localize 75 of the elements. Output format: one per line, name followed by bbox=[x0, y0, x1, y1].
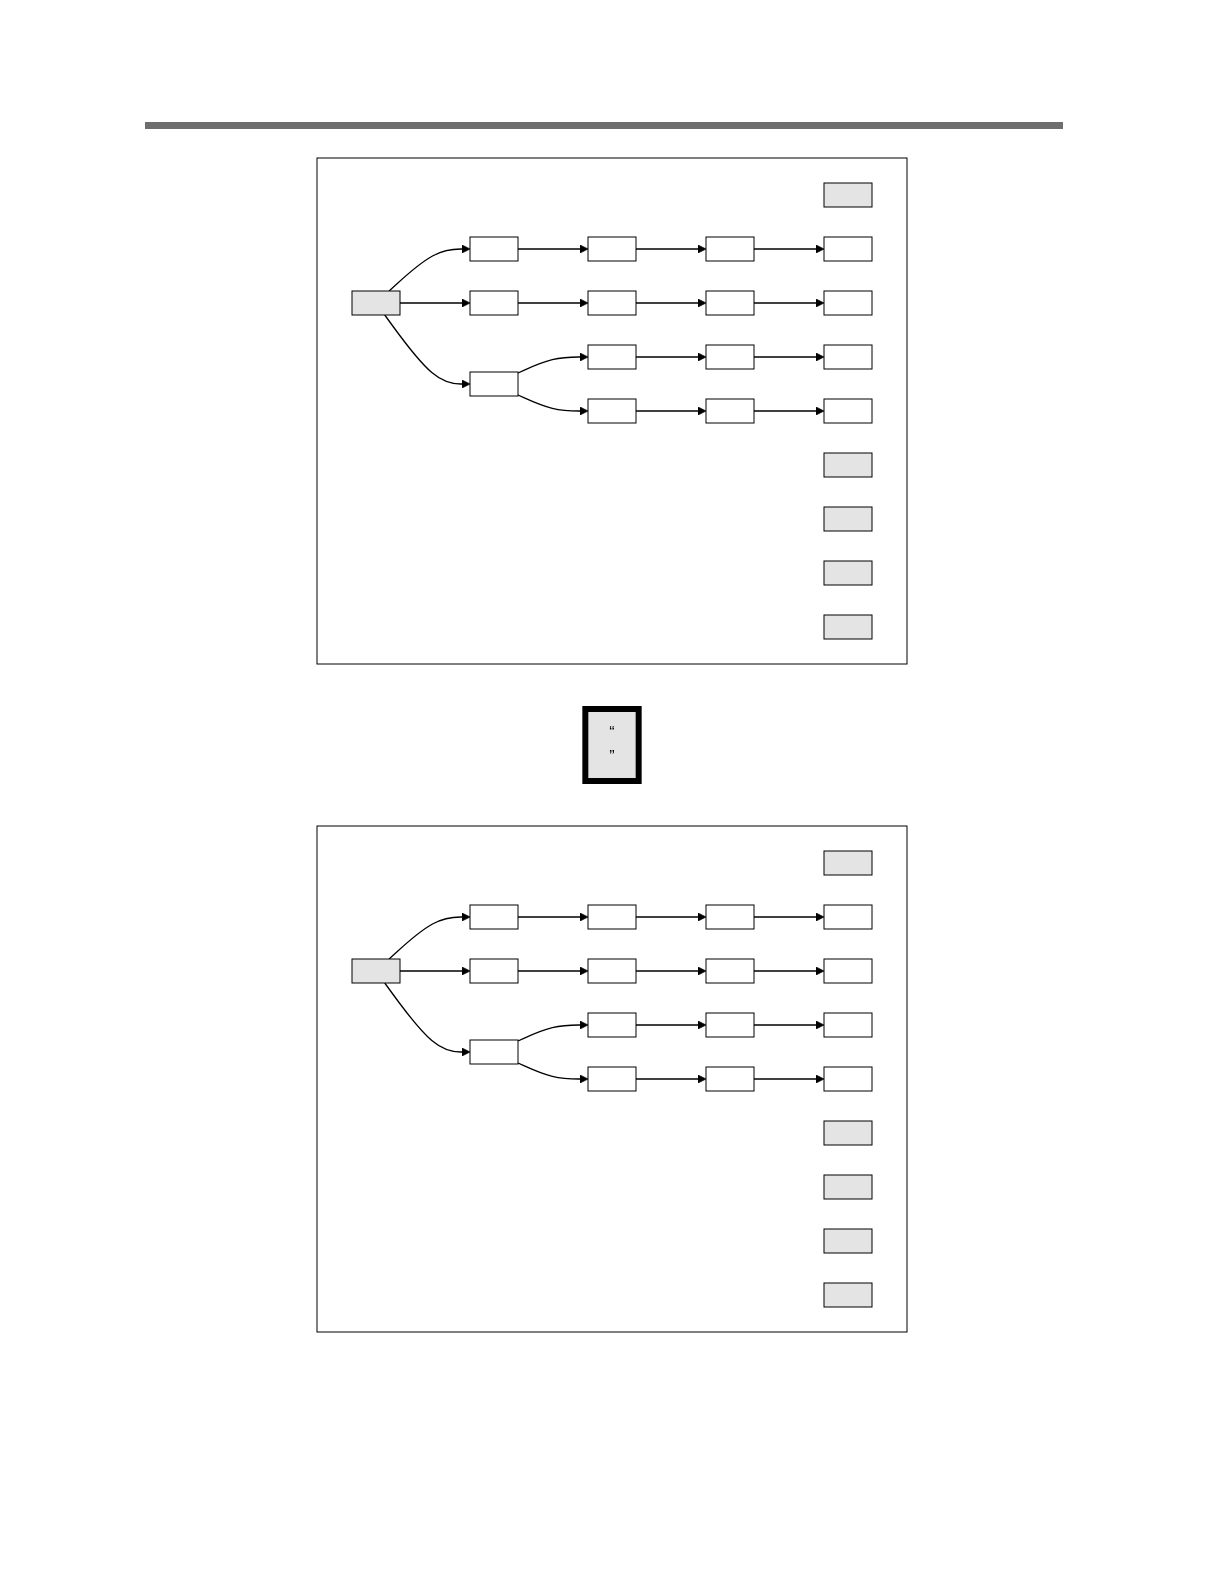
node-box bbox=[469, 290, 519, 316]
node-box bbox=[587, 344, 637, 370]
arrow bbox=[635, 352, 707, 362]
arrow bbox=[753, 244, 825, 254]
node-box bbox=[705, 290, 755, 316]
arrow bbox=[399, 966, 471, 976]
node-box bbox=[823, 506, 873, 532]
node-box bbox=[823, 1282, 873, 1308]
node-box bbox=[705, 1012, 755, 1038]
node-box bbox=[823, 344, 873, 370]
arrow bbox=[753, 352, 825, 362]
arrow bbox=[753, 1074, 825, 1084]
node-box bbox=[469, 904, 519, 930]
arrow bbox=[517, 244, 589, 254]
node-box bbox=[469, 236, 519, 262]
arrow bbox=[517, 966, 589, 976]
arrow bbox=[399, 298, 471, 308]
node-box bbox=[823, 904, 873, 930]
arrow bbox=[635, 1020, 707, 1030]
node-box bbox=[705, 344, 755, 370]
node-box bbox=[823, 1066, 873, 1092]
cluster bbox=[316, 157, 908, 665]
node-box bbox=[469, 958, 519, 984]
arrow bbox=[517, 298, 589, 308]
node-box bbox=[351, 290, 401, 316]
arrow bbox=[517, 352, 589, 374]
node-box bbox=[823, 850, 873, 876]
arrow bbox=[635, 912, 707, 922]
node-box bbox=[469, 1039, 519, 1065]
arrow bbox=[517, 912, 589, 922]
node-box bbox=[587, 398, 637, 424]
node-box: “ ” bbox=[582, 706, 642, 784]
arrow bbox=[753, 1020, 825, 1030]
arrow bbox=[635, 406, 707, 416]
arrow bbox=[753, 966, 825, 976]
arrow bbox=[635, 298, 707, 308]
cluster bbox=[316, 825, 908, 1333]
arrow bbox=[635, 244, 707, 254]
node-box bbox=[705, 958, 755, 984]
arrow bbox=[635, 1074, 707, 1084]
node-box bbox=[587, 236, 637, 262]
node-box bbox=[823, 1120, 873, 1146]
arrow bbox=[753, 912, 825, 922]
arrow bbox=[388, 912, 471, 960]
arrow bbox=[517, 1062, 589, 1084]
node-box bbox=[587, 1012, 637, 1038]
node-box bbox=[351, 958, 401, 984]
node-box bbox=[823, 290, 873, 316]
node-box bbox=[823, 958, 873, 984]
node-box bbox=[823, 452, 873, 478]
node-box bbox=[823, 398, 873, 424]
node-box bbox=[823, 1228, 873, 1254]
node-box bbox=[587, 958, 637, 984]
node-box bbox=[823, 560, 873, 586]
arrow bbox=[388, 244, 471, 292]
node-box bbox=[823, 614, 873, 640]
node-box bbox=[705, 398, 755, 424]
arrow bbox=[753, 298, 825, 308]
node-box bbox=[587, 1066, 637, 1092]
node-box bbox=[823, 1174, 873, 1200]
node-box bbox=[587, 904, 637, 930]
node-box bbox=[705, 1066, 755, 1092]
node-box bbox=[705, 236, 755, 262]
arrow bbox=[384, 982, 471, 1057]
arrow bbox=[517, 394, 589, 416]
node-box bbox=[587, 290, 637, 316]
node-box bbox=[705, 904, 755, 930]
arrow bbox=[384, 314, 471, 389]
node-box bbox=[823, 1012, 873, 1038]
node-box bbox=[823, 182, 873, 208]
node-box bbox=[469, 371, 519, 397]
arrow bbox=[635, 966, 707, 976]
arrow bbox=[753, 406, 825, 416]
arrow bbox=[517, 1020, 589, 1042]
node-box bbox=[823, 236, 873, 262]
